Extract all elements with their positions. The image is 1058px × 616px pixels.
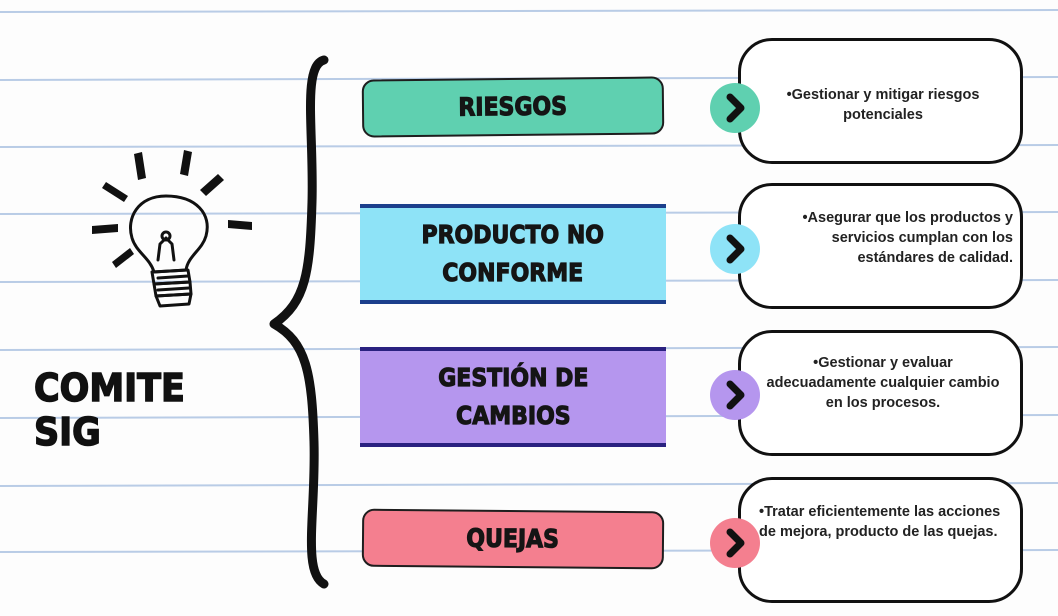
topic-riesgos-label: RIESGOS (458, 91, 568, 122)
topic-quejas-label: QUEJAS (466, 523, 560, 554)
description-text: •Gestionar y mitigar riesgos potenciales (786, 87, 980, 123)
topic-riesgos: RIESGOS (361, 76, 665, 138)
description-text: •Gestionar y evaluar adecuadamente cualq… (766, 355, 1000, 411)
topic-gestion-label: GESTIÓN DE CAMBIOS (437, 362, 589, 430)
topic-producto-no-conforme: PRODUCTO NO CONFORME (360, 204, 666, 304)
chevron-right-icon (710, 370, 760, 420)
topic-quejas: QUEJAS (361, 508, 665, 570)
description-text: •Tratar eficientemente las acciones de m… (759, 504, 1001, 540)
description-text: •Asegurar que los productos y servicios … (802, 210, 1013, 266)
description-card-riesgos: •Gestionar y mitigar riesgos potenciales (738, 38, 1023, 164)
description-card-producto: •Asegurar que los productos y servicios … (738, 183, 1023, 309)
description-card-gestion: •Gestionar y evaluar adecuadamente cualq… (738, 330, 1023, 456)
chevron-right-icon (710, 518, 760, 568)
chevron-right-icon (710, 224, 760, 274)
page-title: COMITE SIG (33, 365, 185, 455)
topic-gestion-de-cambios: GESTIÓN DE CAMBIOS (360, 347, 666, 447)
topic-producto-label: PRODUCTO NO CONFORME (421, 219, 605, 287)
description-card-quejas: •Tratar eficientemente las acciones de m… (738, 477, 1023, 603)
chevron-right-icon (710, 83, 760, 133)
lightbulb-icon (92, 150, 252, 308)
curly-brace-icon (269, 55, 329, 589)
